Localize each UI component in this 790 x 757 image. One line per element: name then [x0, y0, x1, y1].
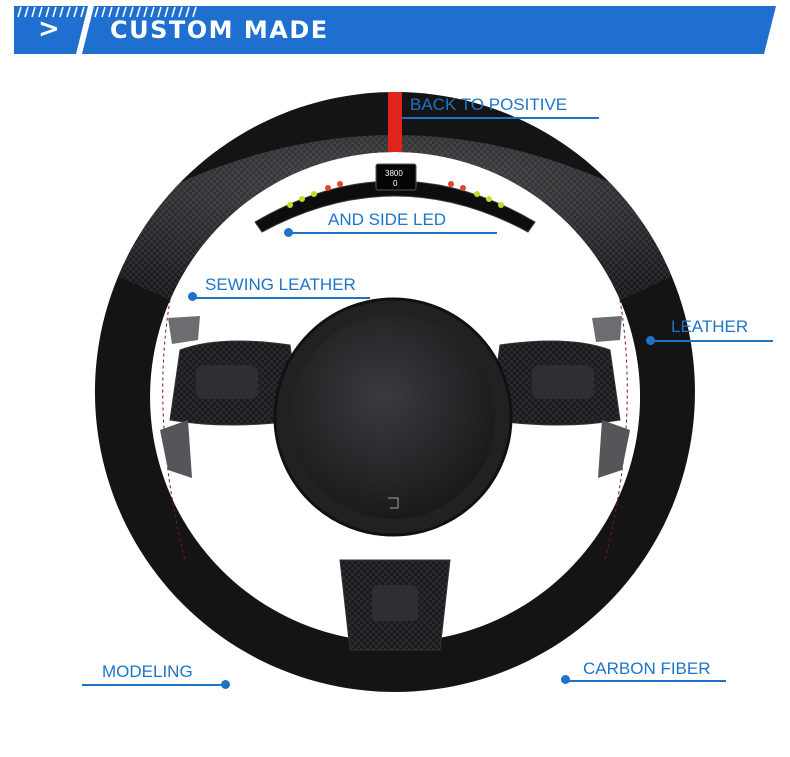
callout-back-to-positive: BACK TO POSITIVE — [410, 95, 568, 114]
callout-sewing-leather-dot — [188, 292, 197, 301]
callout-carbon-fiber-dot — [561, 675, 570, 684]
page-title: CUSTOM MADE — [110, 16, 329, 44]
callout-leather-dot — [646, 336, 655, 345]
callout-sewing-leather: SEWING LEATHER — [205, 275, 356, 294]
banner-shape — [14, 6, 776, 54]
callout-sewing-leather-line — [194, 297, 370, 299]
callout-carbon-fiber: CARBON FIBER — [583, 659, 711, 678]
callout-modeling-dot — [221, 680, 230, 689]
callout-modeling: MODELING — [102, 662, 193, 681]
callout-side-led: AND SIDE LED — [328, 210, 447, 229]
rpm-readout: 3800 — [385, 169, 403, 178]
callout-side-led-dot — [284, 228, 293, 237]
callout-carbon-fiber-line — [566, 680, 726, 682]
callout-modeling-line — [82, 684, 227, 686]
chevron-right-icon: > — [38, 14, 60, 44]
callout-leather-line — [652, 340, 773, 342]
callout-back-to-positive-line — [402, 117, 599, 119]
speed-readout: 0 — [393, 179, 398, 188]
callout-side-led-line — [290, 232, 497, 234]
stripes-decoration — [17, 6, 197, 18]
header-banner: > CUSTOM MADE — [14, 6, 776, 54]
callout-leather: LEATHER — [671, 317, 749, 336]
